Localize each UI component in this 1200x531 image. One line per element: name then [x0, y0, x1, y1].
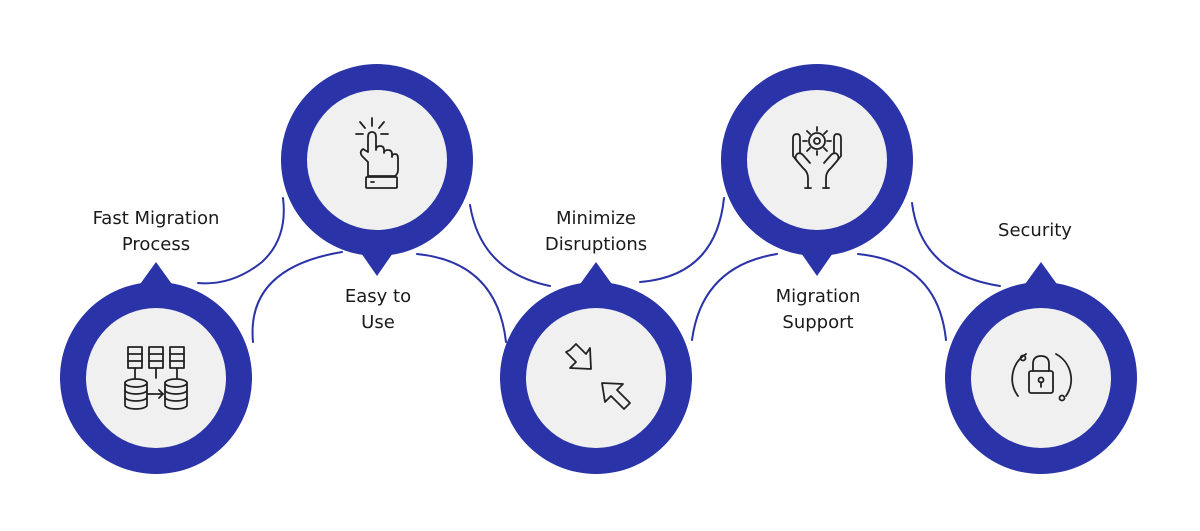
- step-node-easy-to-use: [281, 64, 473, 276]
- step-node-security: [945, 262, 1137, 474]
- node-pointer: [1023, 262, 1059, 287]
- step-label-easy-to-use: Easy to Use: [278, 284, 478, 336]
- node-pointer: [138, 262, 174, 287]
- step-label-line: Process: [121, 234, 191, 255]
- step-label-line: Fast Migration: [92, 208, 220, 229]
- node-pointer: [578, 262, 614, 287]
- connector-curve: [911, 202, 1001, 287]
- connector-curve: [691, 253, 778, 341]
- minimize-arrows-icon: [565, 343, 631, 410]
- connector-curve: [197, 197, 285, 285]
- step-label-fast-migration: Fast Migration Process: [56, 206, 256, 258]
- connector-curve: [857, 253, 947, 341]
- step-label-line: Minimize: [556, 208, 636, 229]
- step-node-fast-migration: [60, 262, 252, 474]
- database-migration-icon: [124, 346, 188, 410]
- step-label-line: Security: [998, 220, 1072, 241]
- connector-curve: [416, 253, 507, 343]
- connector-curve: [251, 251, 343, 343]
- node-inner: [307, 90, 447, 230]
- node-inner: [747, 90, 887, 230]
- step-label-line: Disruptions: [544, 234, 648, 255]
- step-label-migration-support: Migration Support: [718, 284, 918, 336]
- step-label-line: Support: [782, 312, 854, 333]
- step-label-line: Easy to: [344, 286, 412, 307]
- node-pointer: [799, 250, 835, 276]
- step-node-minimize-disruptions: [500, 262, 692, 474]
- connectors: [197, 197, 1001, 343]
- hands-gear-icon: [792, 126, 842, 189]
- step-label-line: Use: [361, 312, 395, 333]
- node-inner: [526, 308, 666, 448]
- step-label-line: Migration: [775, 286, 861, 307]
- lock-icon: [1011, 353, 1073, 402]
- hand-click-icon: [355, 117, 399, 189]
- step-label-minimize-disruptions: Minimize Disruptions: [496, 206, 696, 258]
- connector-curve: [469, 204, 551, 287]
- node-pointer: [359, 250, 395, 276]
- step-label-security: Security: [935, 218, 1135, 244]
- step-node-migration-support: [721, 64, 913, 276]
- connector-curve: [639, 197, 725, 283]
